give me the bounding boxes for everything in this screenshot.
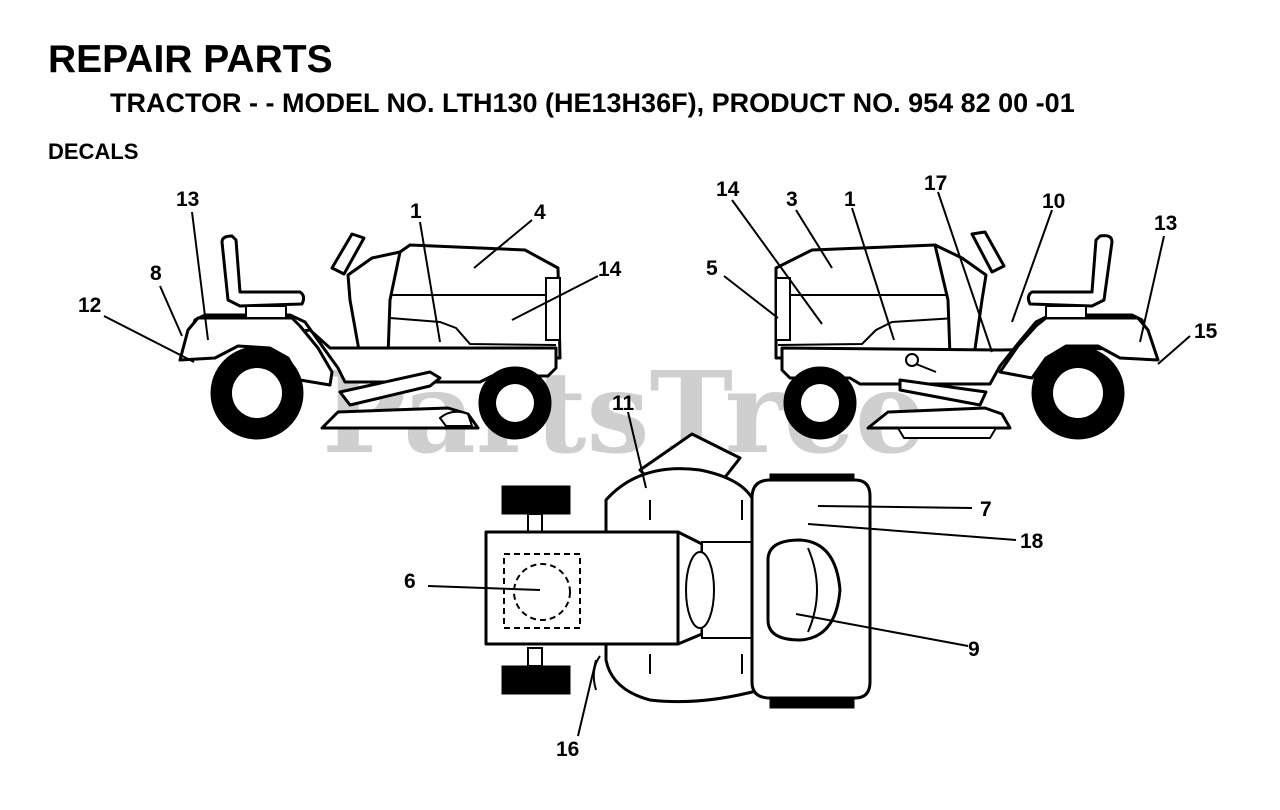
callout-10-right: 10 — [1042, 190, 1065, 213]
callout-6-top: 6 — [404, 570, 416, 593]
leader-1-left — [419, 221, 441, 343]
callout-4-left: 4 — [534, 201, 546, 224]
callout-16-top: 16 — [556, 738, 579, 761]
steering-wheel-right — [970, 230, 1006, 274]
callout-8-left: 8 — [150, 262, 162, 285]
callout-15-right: 15 — [1194, 320, 1218, 343]
rear-wheel-hub-left — [232, 368, 282, 418]
steering-wheel-left — [330, 232, 366, 276]
rear-fender-right — [998, 316, 1160, 380]
leader-18-top — [807, 523, 1017, 541]
leader-13-right — [1139, 235, 1165, 343]
mower-deck-right — [866, 406, 1012, 430]
seat-top — [766, 538, 842, 642]
foot-pedal-right — [898, 378, 988, 407]
side-panel-line-right — [777, 317, 957, 346]
seat-right — [1026, 234, 1114, 308]
callout-labels: 13 1 4 14 8 12 14 3 1 17 10 13 5 15 11 7… — [78, 172, 1218, 761]
callout-14-right: 14 — [716, 178, 740, 201]
leader-7-top — [817, 505, 973, 509]
axle-stub-upper — [527, 513, 543, 533]
callout-1-right: 1 — [844, 188, 856, 211]
front-wheel-top-upper — [501, 485, 571, 515]
grille-left — [545, 277, 561, 341]
dash-tower-left — [346, 250, 402, 358]
top-view — [484, 432, 872, 709]
hood-right — [774, 243, 960, 360]
callout-7-top: 7 — [980, 498, 992, 521]
axle-stub-lower — [527, 647, 543, 667]
engine-decal-circle — [513, 563, 571, 621]
side-panel-line-left — [389, 317, 557, 346]
callout-11-top: 11 — [612, 392, 635, 415]
front-wheel-hub-left — [496, 384, 534, 422]
seat-left — [220, 234, 306, 308]
leader-5-right — [723, 275, 779, 319]
model-subtitle: TRACTOR - - MODEL NO. LTH130 (HE13H36F),… — [110, 88, 1075, 118]
seat-back-top — [807, 547, 818, 633]
steering-wheel-top — [685, 551, 715, 629]
hood-left — [386, 243, 562, 360]
callout-5-right: 5 — [706, 257, 718, 280]
lift-lever-knob — [905, 353, 919, 367]
callout-17-right: 17 — [924, 172, 947, 195]
leader-4-left — [473, 219, 533, 269]
front-wheel-hub-right — [801, 384, 839, 422]
leader-11-top — [627, 411, 647, 489]
leader-6-top — [427, 585, 541, 591]
callout-18-top: 18 — [1020, 530, 1044, 553]
front-wheel-top-lower — [501, 665, 571, 695]
left-side-view — [178, 232, 562, 440]
engine-decal-outline — [503, 553, 581, 629]
leader-1-right — [851, 207, 895, 341]
callout-9-top: 9 — [968, 638, 980, 661]
leader-15-right — [1157, 335, 1191, 365]
right-side-view — [774, 230, 1160, 440]
foot-pedal-left — [338, 370, 442, 407]
lift-lever-rod — [915, 363, 937, 373]
callout-13-right: 13 — [1154, 212, 1177, 235]
deck-chute-right — [896, 427, 998, 439]
deck-edge-lower — [592, 655, 601, 691]
leader-3-right — [795, 209, 833, 269]
leader-14-left — [511, 275, 599, 321]
dash-tower-right — [933, 243, 988, 358]
callout-3-right: 3 — [786, 188, 798, 211]
callout-14-left: 14 — [598, 258, 622, 281]
leader-12-left — [103, 315, 195, 363]
leader-13-left — [191, 211, 209, 341]
leader-8-left — [159, 285, 183, 337]
callout-13-left: 13 — [176, 188, 199, 211]
seat-base-right — [1045, 305, 1087, 319]
leader-14-right — [731, 199, 823, 325]
callout-1-left: 1 — [410, 200, 422, 223]
leader-lines — [103, 191, 1191, 737]
deck-chute-left — [438, 410, 474, 427]
page-title: REPAIR PARTS — [48, 38, 333, 81]
leader-17-right — [937, 191, 993, 353]
grille-right — [775, 277, 791, 341]
section-heading: DECALS — [48, 139, 139, 164]
rear-wheel-hub-right — [1053, 368, 1103, 418]
leader-10-right — [1011, 209, 1053, 323]
leader-9-top — [795, 613, 969, 647]
leader-16-top — [577, 659, 597, 737]
callout-12-left: 12 — [78, 294, 101, 317]
seat-base-left — [245, 305, 287, 319]
